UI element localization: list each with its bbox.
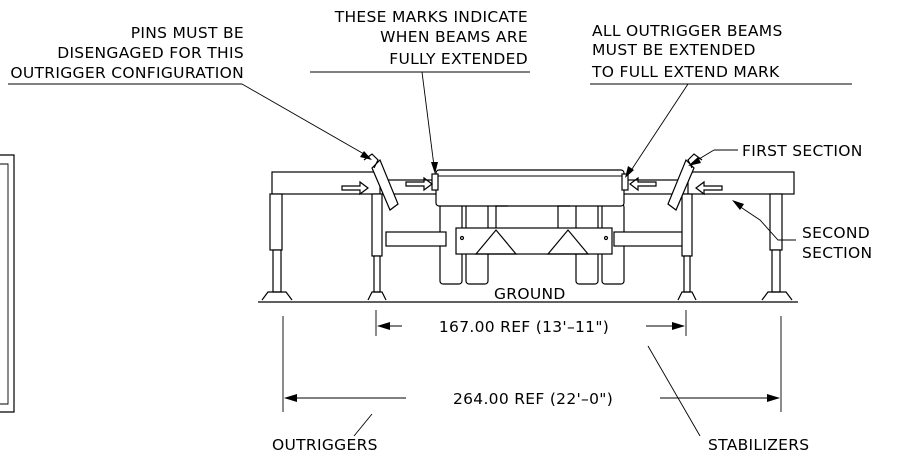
stabilizer-dimension	[375, 310, 687, 336]
stabilizers-leader	[647, 345, 701, 437]
beams-callout-line2: MUST BE EXTENDED	[592, 41, 756, 59]
outriggers-label: OUTRIGGERS	[272, 436, 378, 454]
pins-leader	[8, 83, 372, 160]
left-outrigger-leg	[261, 193, 293, 301]
pins-callout-line1: PINS MUST BE	[131, 24, 244, 42]
marks-callout-line3: FULLY EXTENDED	[389, 50, 528, 68]
stabilizer-span-label: 167.00 REF (13'–11")	[439, 318, 609, 336]
beams-leader	[590, 83, 852, 178]
beams-callout-line1: ALL OUTRIGGER BEAMS	[592, 22, 783, 40]
outrigger-dimension	[282, 316, 782, 412]
beam-extend-arrows	[341, 176, 723, 196]
second-section-label-line2: SECTION	[802, 244, 872, 262]
beams-callout-line3: TO FULL EXTEND MARK	[591, 63, 780, 81]
right-outrigger-leg	[761, 193, 793, 301]
first-section-label: FIRST SECTION	[742, 142, 863, 160]
outriggers-leader	[353, 413, 373, 437]
left-frame	[0, 154, 15, 413]
outrigger-span-label: 264.00 REF (22'–0")	[453, 390, 613, 408]
center-housing	[435, 169, 625, 207]
right-stabilizer-leg	[677, 193, 697, 301]
left-stabilizer-leg	[367, 193, 387, 301]
ground-label: GROUND	[494, 285, 566, 303]
outrigger-beams	[271, 171, 795, 195]
pins-callout-line2: DISENGAGED FOR THIS	[57, 44, 244, 62]
marks-callout-line1: THESE MARKS INDICATE	[334, 8, 528, 26]
first-section-leader	[688, 149, 738, 166]
pins-callout-line3: OUTRIGGER CONFIGURATION	[10, 64, 244, 82]
center-cross-beam	[385, 205, 687, 255]
marks-leader	[310, 71, 530, 174]
stabilizers-label: STABILIZERS	[708, 436, 809, 454]
marks-callout-line2: WHEN BEAMS ARE	[380, 28, 528, 46]
second-section-label-line1: SECOND	[802, 224, 870, 242]
second-section-leader	[732, 200, 796, 241]
